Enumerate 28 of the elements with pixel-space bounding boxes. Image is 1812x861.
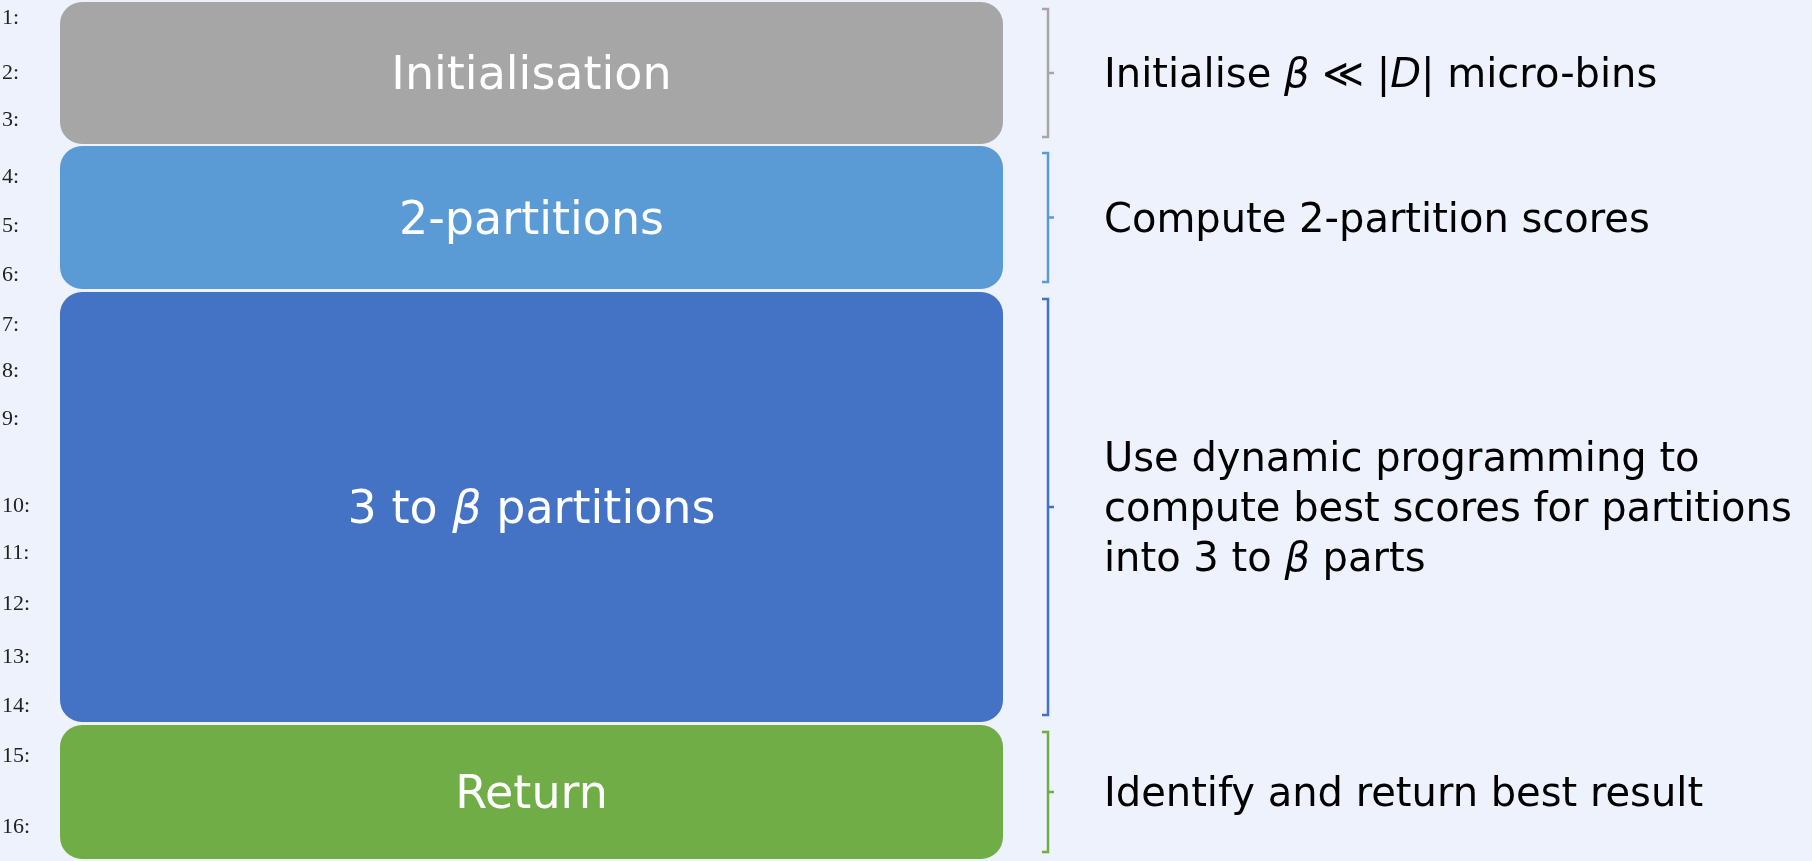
block-title: 3 to β partitions — [347, 480, 716, 534]
step-description: Use dynamic programming to compute best scores for partitions into 3 to β parts — [1104, 433, 1793, 582]
line-number: 4: — [2, 164, 21, 188]
line-number: 16: — [2, 814, 32, 838]
line-number: 13: — [2, 644, 32, 668]
block-title: 2-partitions — [398, 190, 665, 245]
block-title: Initialisation — [391, 46, 672, 100]
line-number: 8: — [2, 358, 21, 382]
line-number: 7: — [2, 312, 21, 336]
step-description: Initialise β ≪ |D| micro-bins — [1104, 49, 1659, 98]
process-block — [60, 725, 1003, 859]
line-number: 12: — [2, 591, 32, 615]
line-number: 9: — [2, 406, 21, 430]
line-number: 5: — [2, 213, 21, 237]
process-block — [60, 2, 1003, 144]
line-number: 1: — [2, 5, 21, 29]
line-number: 6: — [2, 262, 21, 286]
line-number: 11: — [2, 540, 31, 564]
step-description: Compute 2-partition scores — [1104, 193, 1651, 243]
line-number: 10: — [2, 493, 32, 517]
line-number: 15: — [2, 743, 32, 767]
step-description: Identify and return best result — [1104, 768, 1705, 817]
line-number: 14: — [2, 693, 32, 717]
process-block — [60, 146, 1003, 289]
line-number: 3: — [2, 107, 21, 131]
line-number: 2: — [2, 60, 21, 84]
block-title: Return — [455, 765, 608, 819]
process-block — [60, 292, 1003, 722]
